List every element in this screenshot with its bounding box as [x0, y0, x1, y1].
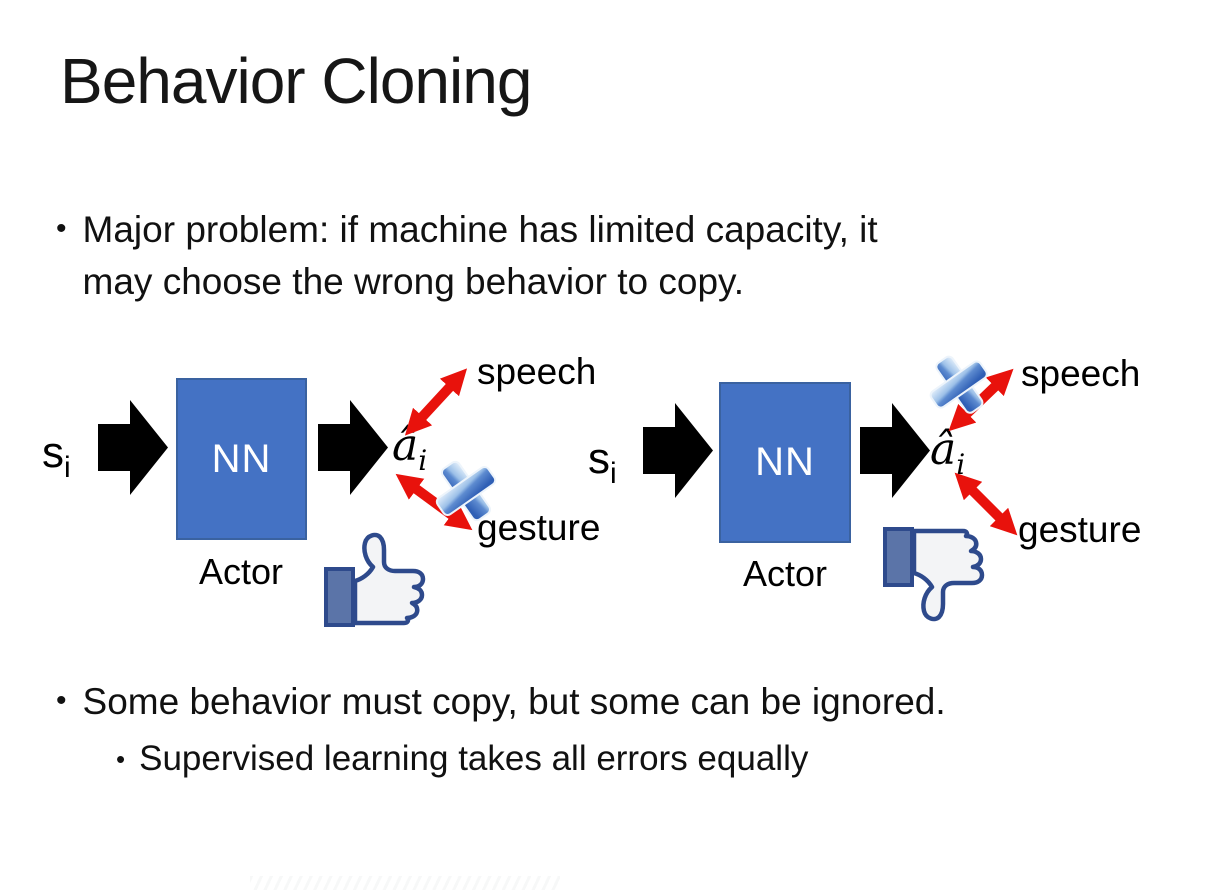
slide-title: Behavior Cloning	[60, 45, 532, 117]
bullet-marker: •	[56, 684, 67, 717]
branch-label-speech-right: speech	[1021, 353, 1141, 394]
nn-label-left: NN	[211, 436, 272, 481]
state-input-label-left: si	[42, 428, 71, 484]
nn-box-left: NN	[176, 378, 307, 540]
bullet-marker: •	[116, 744, 126, 774]
bullet-some-behavior-text: Some behavior must copy, but some can be…	[82, 681, 946, 722]
input-arrow-left	[98, 400, 168, 495]
output-arrow-right	[860, 403, 930, 498]
bullet-supervised-learning: • Supervised learning takes all errors e…	[116, 736, 808, 782]
cross-out-icon-speech-right	[929, 355, 988, 414]
state-input-label-right: si	[588, 434, 617, 490]
bullet-line-1: Major problem: if machine has limited ca…	[82, 209, 878, 250]
thumbs-down-icon	[885, 529, 982, 619]
actor-caption-right: Actor	[742, 553, 828, 594]
branch-label-speech-left: speech	[477, 351, 597, 392]
output-arrow-left	[318, 400, 388, 495]
bottom-edge-artifact	[250, 876, 560, 890]
action-output-label-right: âi	[930, 424, 966, 481]
action-output-label-left: âi	[392, 420, 428, 477]
thumbs-up-icon	[326, 535, 423, 625]
bullet-marker: •	[56, 212, 67, 245]
branch-label-gesture-right: gesture	[1018, 509, 1142, 550]
branch-arrow-speech-right	[948, 368, 1014, 432]
bullet-major-problem-text: Major problem: if machine has limited ca…	[83, 204, 878, 308]
branch-arrow-gesture-left	[395, 473, 473, 531]
branch-arrow-gesture-right	[954, 472, 1018, 536]
actor-caption-left: Actor	[198, 551, 284, 592]
nn-label-right: NN	[755, 440, 815, 484]
input-arrow-right	[643, 403, 713, 498]
bullet-supervised-learning-text: Supervised learning takes all errors equ…	[139, 739, 809, 778]
bullet-some-behavior: • Some behavior must copy, but some can …	[56, 676, 946, 728]
bullet-major-problem: • Major problem: if machine has limited …	[56, 204, 878, 308]
branch-label-gesture-left: gesture	[477, 507, 601, 548]
bullet-line-2: may choose the wrong behavior to copy.	[82, 261, 745, 302]
nn-box-right: NN	[719, 382, 851, 543]
